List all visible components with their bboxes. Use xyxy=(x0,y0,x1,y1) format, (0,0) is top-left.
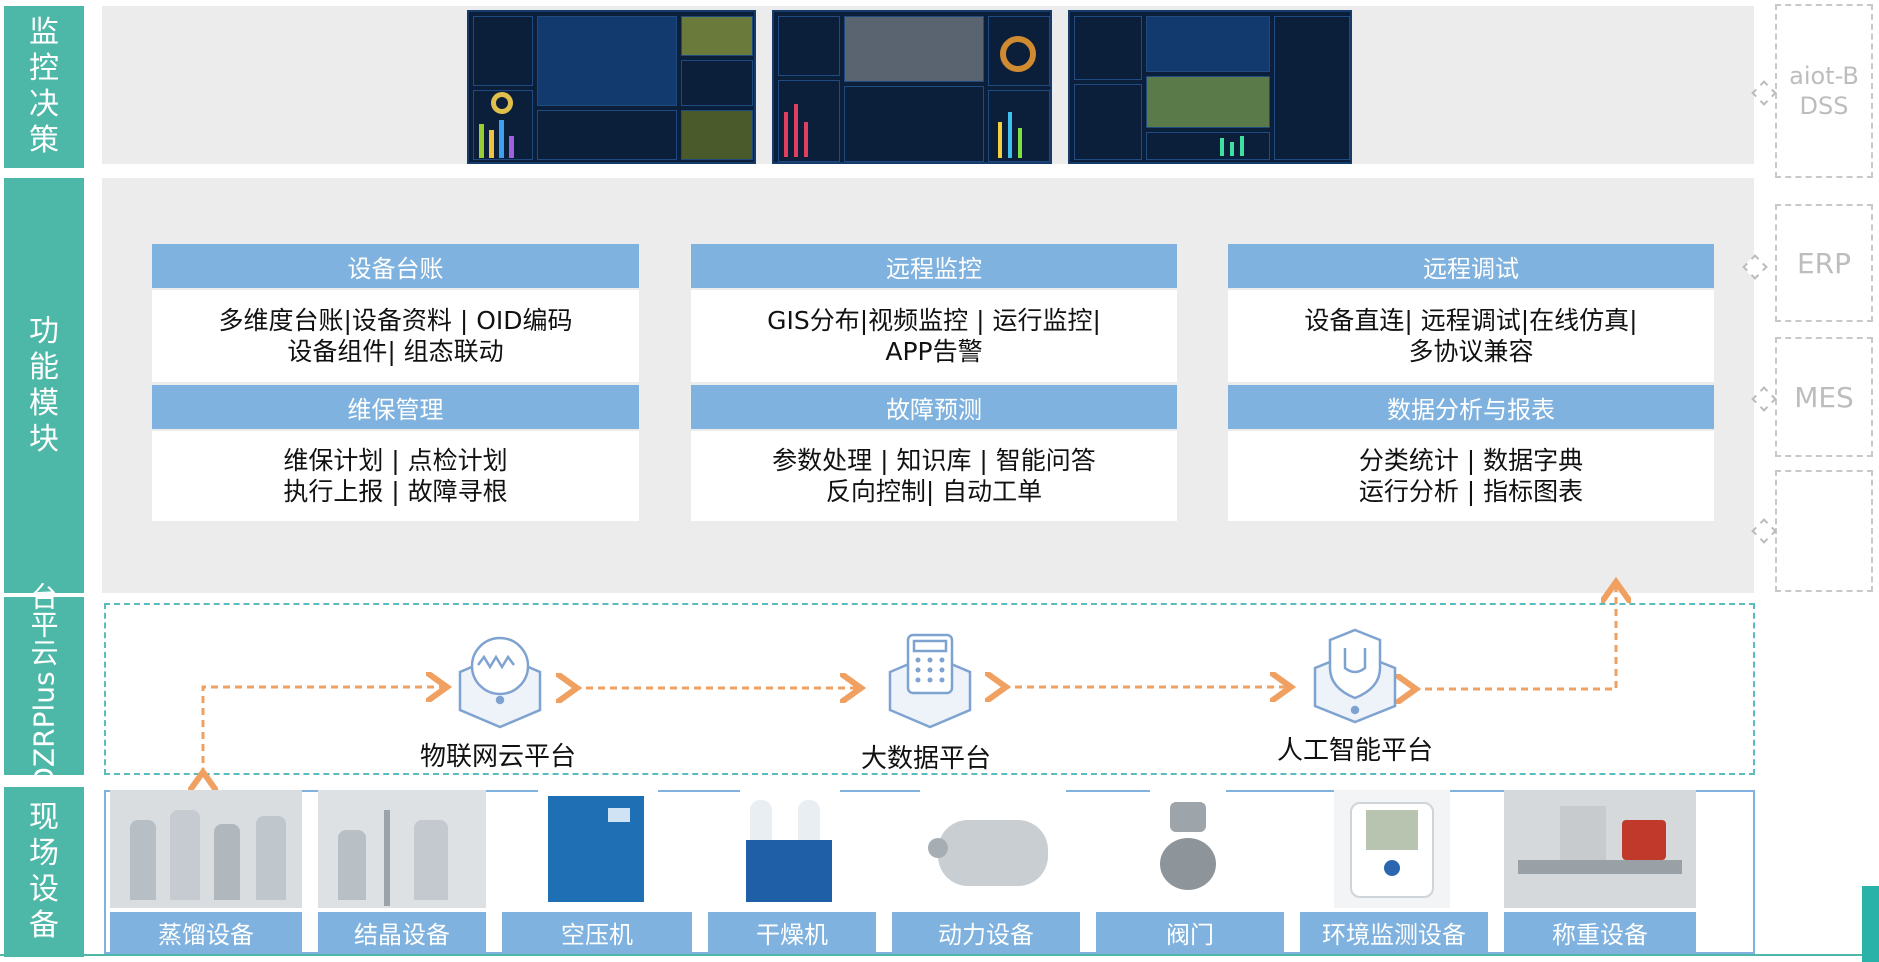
platform-frame xyxy=(104,603,1755,775)
equipment-image-air-compressor xyxy=(538,790,658,908)
module-body-remote-debug: 设备直连| 远程调试|在线仿真| 多协议兼容 xyxy=(1228,290,1714,382)
dashboard-radar xyxy=(1074,84,1142,160)
dashboard-bar xyxy=(1220,138,1224,156)
dashboard-cell xyxy=(778,80,840,162)
equipment-label-motor: 动力设备 xyxy=(892,912,1080,952)
dashboard-cell xyxy=(473,90,533,160)
equipment-label-weighing: 称重设备 xyxy=(1504,912,1696,952)
module-header-maintenance: 维保管理 xyxy=(152,385,639,429)
module-header-fault-prediction: 故障预测 xyxy=(691,385,1177,429)
dashboard-cell xyxy=(1146,132,1270,160)
module-body-asset-ledger: 多维度台账|设备资料 | OID编码 设备组件| 组态联动 xyxy=(152,290,639,382)
dashboard-bar xyxy=(794,104,798,157)
iot-cloud-icon xyxy=(458,636,542,729)
dashboard-ring xyxy=(1000,36,1036,72)
module-body-maintenance: 维保计划 | 点检计划 执行上报 | 故障寻根 xyxy=(152,431,639,521)
layer-label-platform: DZRPlus 云 平 台 xyxy=(4,580,84,789)
module-body-fault-prediction: 参数处理 | 知识库 | 智能问答 反向控制| 自动工单 xyxy=(691,431,1177,521)
platform-label-bigdata: 大数据平台 xyxy=(861,744,992,774)
arrow-field-to-iot xyxy=(203,687,444,775)
equipment-label-dryer: 干燥机 xyxy=(708,912,876,952)
dashboard-bar xyxy=(784,112,788,157)
dashboard-bar xyxy=(804,122,808,157)
dashboard-cell xyxy=(778,16,840,76)
dashboard-cell xyxy=(681,16,753,56)
equipment-label-valve: 阀门 xyxy=(1096,912,1284,952)
equipment-image-motor xyxy=(920,790,1066,908)
module-body-data-analysis: 分类统计 | 数据字典 运行分析 | 指标图表 xyxy=(1228,431,1714,521)
equipment-image-dryer xyxy=(740,790,840,908)
equipment-label-distillation: 蒸馏设备 xyxy=(110,912,302,952)
dashboard-cell xyxy=(1074,16,1142,80)
dashboard-bar xyxy=(489,130,494,158)
dashboard-bar xyxy=(509,136,514,158)
external-system-erp: ERP xyxy=(1775,204,1873,322)
dashboard-bar xyxy=(499,120,504,158)
module-header-remote-monitor: 远程监控 xyxy=(691,244,1177,288)
module-body-remote-monitor: GIS分布|视频监控 | 运行监控| APP告警 xyxy=(691,290,1177,382)
dashboard-cell xyxy=(473,16,533,86)
equipment-image-weighing xyxy=(1504,790,1696,908)
dashboard-photo xyxy=(844,16,984,82)
dashboard-cell xyxy=(681,110,753,160)
dashboard-thumbnail-1 xyxy=(467,10,756,164)
equipment-label-env-monitor: 环境监测设备 xyxy=(1300,912,1488,952)
module-header-remote-debug: 远程调试 xyxy=(1228,244,1714,288)
dashboard-gauge xyxy=(988,16,1050,86)
dashboard-table xyxy=(537,110,677,160)
external-system-mes: MES xyxy=(1775,337,1873,457)
corner-accent-block xyxy=(1862,886,1879,962)
equipment-image-env-monitor xyxy=(1334,790,1450,908)
dashboard-bar xyxy=(1230,142,1234,156)
equipment-image-valve xyxy=(1150,790,1226,908)
dashboard-bar xyxy=(1240,136,1244,156)
layer-label-function: 功 能 模 块 xyxy=(4,178,84,593)
bottom-accent-line xyxy=(0,954,1879,956)
dashboard-bar xyxy=(1018,128,1022,158)
external-system-aiot-bdss: aiot-BDSS xyxy=(1775,4,1873,178)
ai-shield-icon xyxy=(1313,628,1397,724)
dashboard-bar xyxy=(1008,112,1012,158)
dashboard-bar xyxy=(998,122,1002,158)
equipment-label-crystallization: 结晶设备 xyxy=(318,912,486,952)
arrow-ai-to-modules xyxy=(1413,585,1616,689)
module-header-asset-ledger: 设备台账 xyxy=(152,244,639,288)
layer-label-monitor: 监 控 决 策 xyxy=(4,6,84,168)
dashboard-map xyxy=(537,16,677,106)
platform-label-iot: 物联网云平台 xyxy=(420,742,577,772)
dashboard-bar xyxy=(479,124,484,158)
dashboard-table xyxy=(1274,16,1350,160)
module-header-data-analysis: 数据分析与报表 xyxy=(1228,385,1714,429)
platform-label-ai: 人工智能平台 xyxy=(1277,736,1434,766)
dashboard-cell xyxy=(681,60,753,106)
equipment-image-distillation xyxy=(110,790,302,908)
dashboard-map xyxy=(1146,16,1270,72)
dashboard-donut xyxy=(491,92,513,114)
dashboard-photo xyxy=(1146,76,1270,128)
dashboard-thumbnail-3 xyxy=(1068,10,1352,164)
big-data-icon xyxy=(888,633,972,729)
dashboard-table xyxy=(844,86,984,162)
dashboard-cell xyxy=(988,90,1050,162)
equipment-image-crystallization xyxy=(318,790,486,908)
layer-label-field: 现 场 设 备 xyxy=(4,787,84,957)
dashboard-thumbnail-2 xyxy=(772,10,1052,164)
equipment-label-air-compressor: 空压机 xyxy=(502,912,692,952)
